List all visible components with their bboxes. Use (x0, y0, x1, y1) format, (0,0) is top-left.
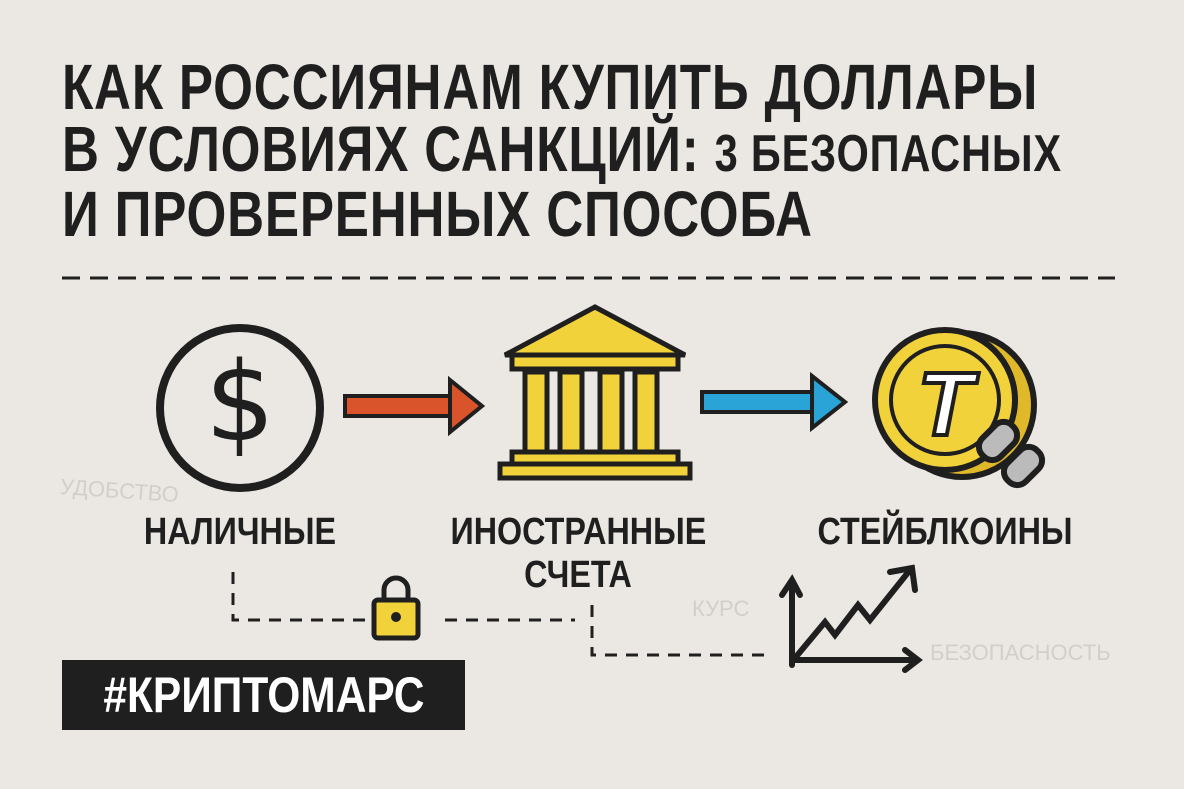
hashtag-badge: #КРИПТОМАРС (62, 660, 465, 730)
title-line-2b: 3 БЕЗОПАСНЫХ (714, 125, 1062, 183)
bank-icon (497, 304, 693, 481)
connector-lines (231, 572, 770, 657)
label-foreign-accounts-2: СЧЕТА (524, 554, 632, 596)
dollar-icon: $ (156, 324, 324, 492)
label-stablecoins: СТЕЙБЛКОИНЫ (817, 511, 1073, 553)
title-line-1: КАК РОССИЯНАМ КУПИТЬ ДОЛЛАРЫ (62, 51, 1039, 123)
faded-text-safety: БЕЗОПАСНОСТЬ (930, 640, 1111, 665)
label-cash: НАЛИЧНЫЕ (143, 511, 337, 553)
title-line-2a: В УСЛОВИЯХ САНКЦИЙ: (62, 113, 700, 185)
label-foreign-accounts: ИНОСТРАННЫЕ (450, 511, 707, 553)
chain-icon (975, 418, 1046, 489)
blue-arrow-icon (700, 371, 849, 433)
title-line-2: В УСЛОВИЯХ САНКЦИЙ: 3 БЕЗОПАСНЫХ (62, 117, 1062, 186)
growth-chart-icon (779, 564, 923, 673)
red-arrow-icon (343, 375, 486, 437)
svg-text:T: T (918, 355, 980, 455)
lock-icon (371, 575, 421, 641)
svg-text:$: $ (205, 338, 275, 466)
title-line-3: И ПРОВЕРЕННЫХ СПОСОБА (62, 178, 813, 250)
tether-coin-icon: T (872, 327, 1046, 489)
faded-text-course: КУРС (692, 596, 750, 621)
hashtag-text: #КРИПТОМАРС (102, 667, 425, 723)
